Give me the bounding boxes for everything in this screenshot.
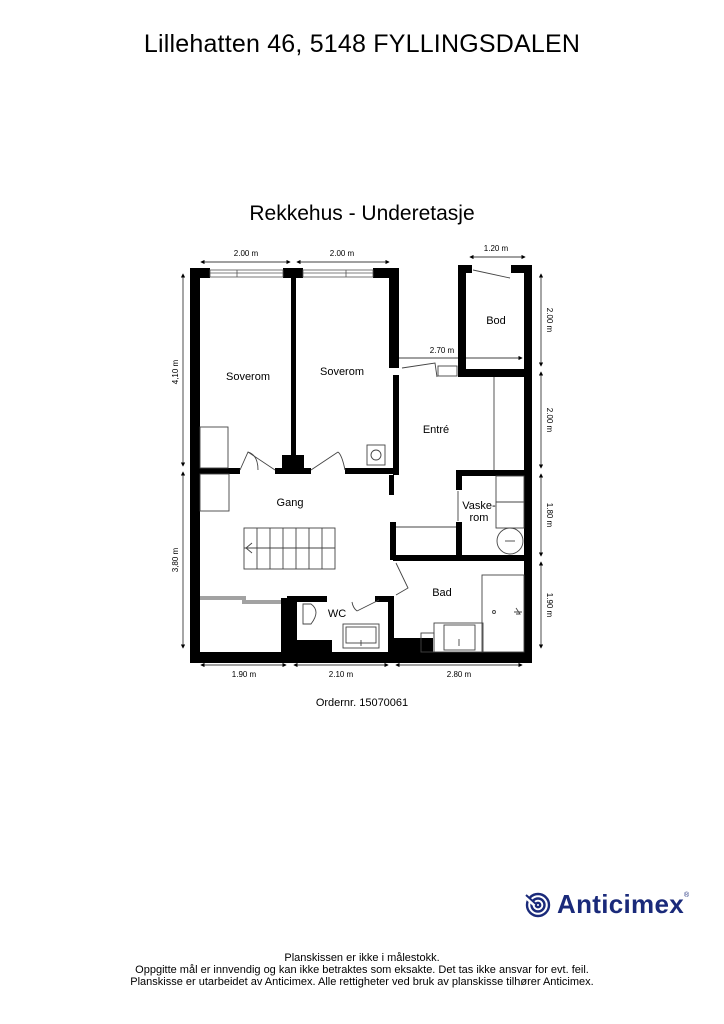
room-label-vaskerom-1: Vaske- <box>462 500 496 512</box>
dim-top-bod: 1.20 m <box>484 244 509 253</box>
disclaimer-footer: Planskissen er ikke i målestokk. Oppgitt… <box>0 952 724 988</box>
dim-bottom-3: 2.80 m <box>447 670 472 679</box>
dimension-labels: 2.00 m 2.00 m 1.20 m 2.70 m 4,10 m 3,80 … <box>171 244 554 679</box>
fixtures <box>199 269 525 653</box>
dim-right-3: 1.80 m <box>545 503 554 528</box>
dim-left-2: 3,80 m <box>171 547 180 572</box>
dim-right-2: 2.00 m <box>545 408 554 433</box>
room-label-soverom-2: Soverom <box>320 366 364 378</box>
room-label-wc: WC <box>328 608 346 620</box>
room-label-entre: Entré <box>423 424 449 436</box>
dim-right-1: 2.00 m <box>545 308 554 333</box>
dim-inner: 2.70 m <box>430 346 455 355</box>
dim-left-1: 4,10 m <box>171 359 180 384</box>
dim-top-1: 2.00 m <box>234 249 259 258</box>
disclaimer-line-1: Planskissen er ikke i målestokk. <box>284 952 440 964</box>
address-title: Lillehatten 46, 5148 FYLLINGSDALEN <box>143 30 581 58</box>
logo-brand-text: Anticimex <box>557 888 684 919</box>
room-label-soverom-1: Soverom <box>226 371 270 383</box>
room-label-bod: Bod <box>486 315 506 327</box>
disclaimer-line-2: Oppgitte mål er innvendig og kan ikke be… <box>135 964 589 976</box>
anticimex-spiral-icon <box>523 892 551 918</box>
order-number: Ordernr. 15070061 <box>315 697 409 709</box>
dim-right-4: 1.90 m <box>545 593 554 618</box>
dim-bottom-2: 2.10 m <box>329 670 354 679</box>
room-label-gang: Gang <box>277 497 304 509</box>
room-label-vaskerom-2: rom <box>470 512 489 524</box>
plan-title: Rekkehus - Underetasje <box>249 202 475 225</box>
windows <box>209 269 374 278</box>
walls <box>190 265 532 663</box>
disclaimer-line-3: Planskisse er utarbeidet av Anticimex. A… <box>130 976 594 988</box>
dim-top-2: 2.00 m <box>330 249 355 258</box>
dim-bottom-1: 1.90 m <box>232 670 257 679</box>
dimension-lines <box>180 254 544 668</box>
room-label-bad: Bad <box>432 587 452 599</box>
logo-registered-mark: ® <box>683 892 690 899</box>
anticimex-logo: Anticimex ® <box>523 886 689 922</box>
staircase <box>243 527 336 570</box>
